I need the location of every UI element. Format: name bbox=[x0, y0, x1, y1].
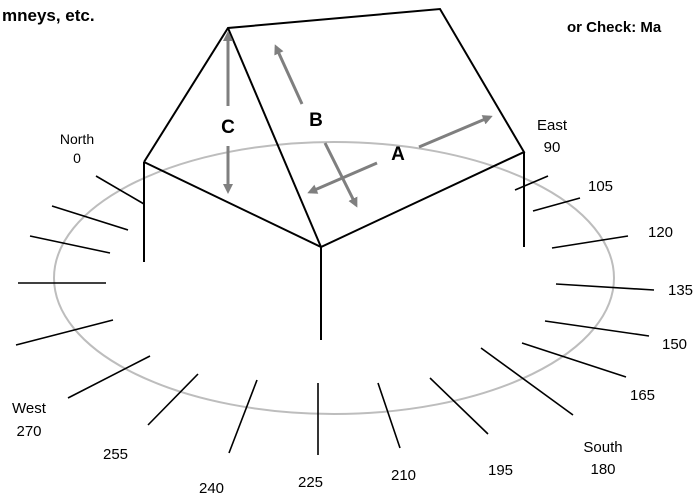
west-label: West bbox=[12, 400, 47, 417]
tick-line bbox=[532, 197, 581, 212]
tick-line bbox=[429, 377, 489, 435]
east-label: East bbox=[537, 117, 568, 134]
south-label: South bbox=[583, 439, 622, 456]
degree-label-165: 165 bbox=[630, 387, 655, 404]
west-degrees: 270 bbox=[16, 423, 41, 440]
degree-label-150: 150 bbox=[662, 336, 687, 353]
degree-label-210: 210 bbox=[391, 467, 416, 484]
measurement-arrows bbox=[223, 31, 493, 208]
tick-line bbox=[555, 283, 655, 291]
degree-label-225: 225 bbox=[298, 474, 323, 491]
degree-label-240: 240 bbox=[199, 480, 224, 497]
degree-label-135: 135 bbox=[668, 282, 693, 299]
tick-line bbox=[147, 373, 199, 426]
north-label: North bbox=[60, 131, 94, 147]
tick-line bbox=[514, 175, 549, 191]
tick-line bbox=[521, 342, 627, 378]
arrow-b-down bbox=[323, 142, 358, 208]
degree-label-195: 195 bbox=[488, 462, 513, 479]
tick-line bbox=[544, 320, 650, 337]
dimension-label-b: B bbox=[309, 110, 323, 131]
degree-label-105: 105 bbox=[588, 178, 613, 195]
arrow-b-up bbox=[274, 44, 304, 105]
tick-line bbox=[480, 347, 574, 416]
dimension-label-c: C bbox=[221, 117, 235, 138]
tick-line bbox=[15, 319, 114, 346]
house-drawing bbox=[143, 7, 526, 340]
arrow-a-right bbox=[418, 115, 493, 149]
tick-line bbox=[51, 205, 129, 231]
degree-label-120: 120 bbox=[648, 224, 673, 241]
tick-line bbox=[95, 175, 145, 205]
heading-text: mneys, etc. bbox=[2, 6, 95, 25]
compass-ticks bbox=[15, 175, 655, 455]
compass-ellipse bbox=[53, 141, 615, 415]
north-degrees: 0 bbox=[73, 150, 81, 166]
house-roof-outline bbox=[143, 7, 526, 249]
tick-line bbox=[67, 355, 151, 399]
check-note-text: or Check: Ma bbox=[567, 19, 662, 36]
dimension-label-a: A bbox=[391, 144, 405, 165]
tick-line bbox=[551, 235, 629, 249]
degree-label-255: 255 bbox=[103, 446, 128, 463]
tick-line bbox=[228, 379, 258, 454]
tick-line bbox=[377, 382, 401, 449]
roof-ridge-line bbox=[227, 27, 322, 248]
east-degrees: 90 bbox=[544, 139, 561, 156]
tick-line bbox=[29, 235, 111, 254]
south-degrees: 180 bbox=[590, 461, 615, 478]
